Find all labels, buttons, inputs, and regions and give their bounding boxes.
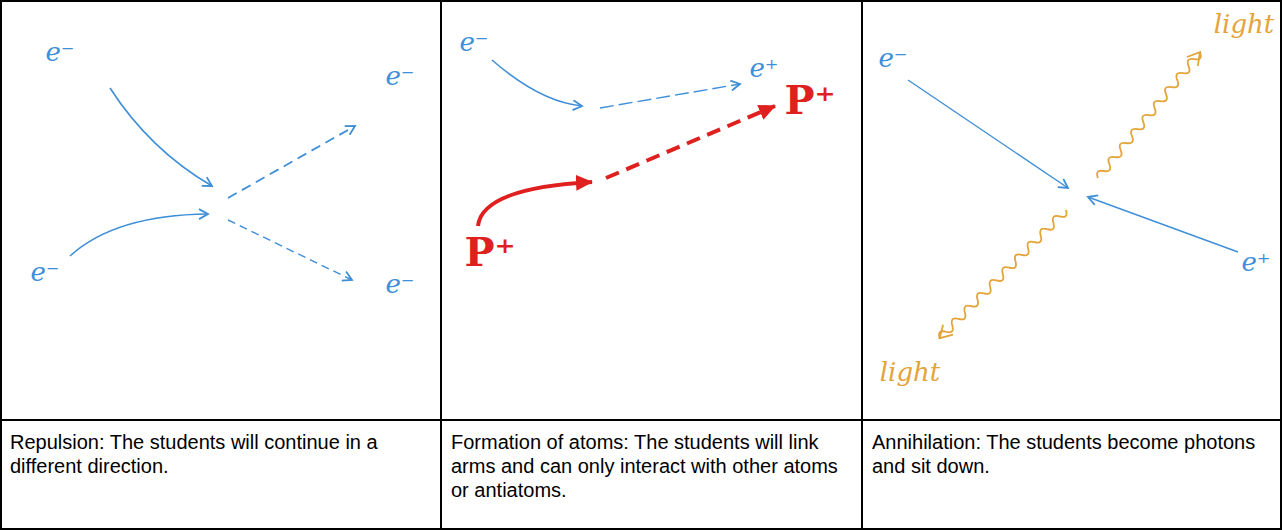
electron-path [600,84,740,108]
photon-arrowhead [935,325,953,343]
column-divider [861,1,863,529]
photon-wave [1093,48,1206,183]
proton-path [478,182,592,226]
photon-wave [935,205,1071,343]
column-divider [440,1,442,529]
table-cell: Formation of atoms: The students will li… [451,430,851,502]
positron-label: e⁺ [749,55,778,81]
electron-path [70,214,208,256]
table-cell: Annihilation: The students become photon… [872,430,1272,478]
electron-label: e⁻ [878,45,907,71]
electron-path [228,220,352,280]
light-label: light [1214,11,1274,37]
row-divider [1,419,1281,421]
electron-path [908,80,1068,188]
positron-label: e⁺ [1241,249,1270,275]
photon-arrowhead [1187,48,1205,66]
electron-path [492,60,582,106]
proton-path [606,106,775,178]
photon-wave [1095,50,1203,181]
electron-label: e⁻ [30,259,59,285]
electron-path [110,88,212,186]
electron-label: e⁻ [459,29,488,55]
electron-label: e⁻ [385,63,414,89]
proton-label: P⁺ [784,80,835,120]
photon-wave [937,207,1069,341]
positron-path [1088,197,1238,252]
light-label: light [880,359,940,385]
electron-label: e⁻ [385,271,414,297]
proton-label: P⁺ [464,232,515,272]
electron-path [228,126,355,198]
electron-label: e⁻ [45,39,74,65]
table-cell: Repulsion: The students will continue in… [10,430,430,478]
